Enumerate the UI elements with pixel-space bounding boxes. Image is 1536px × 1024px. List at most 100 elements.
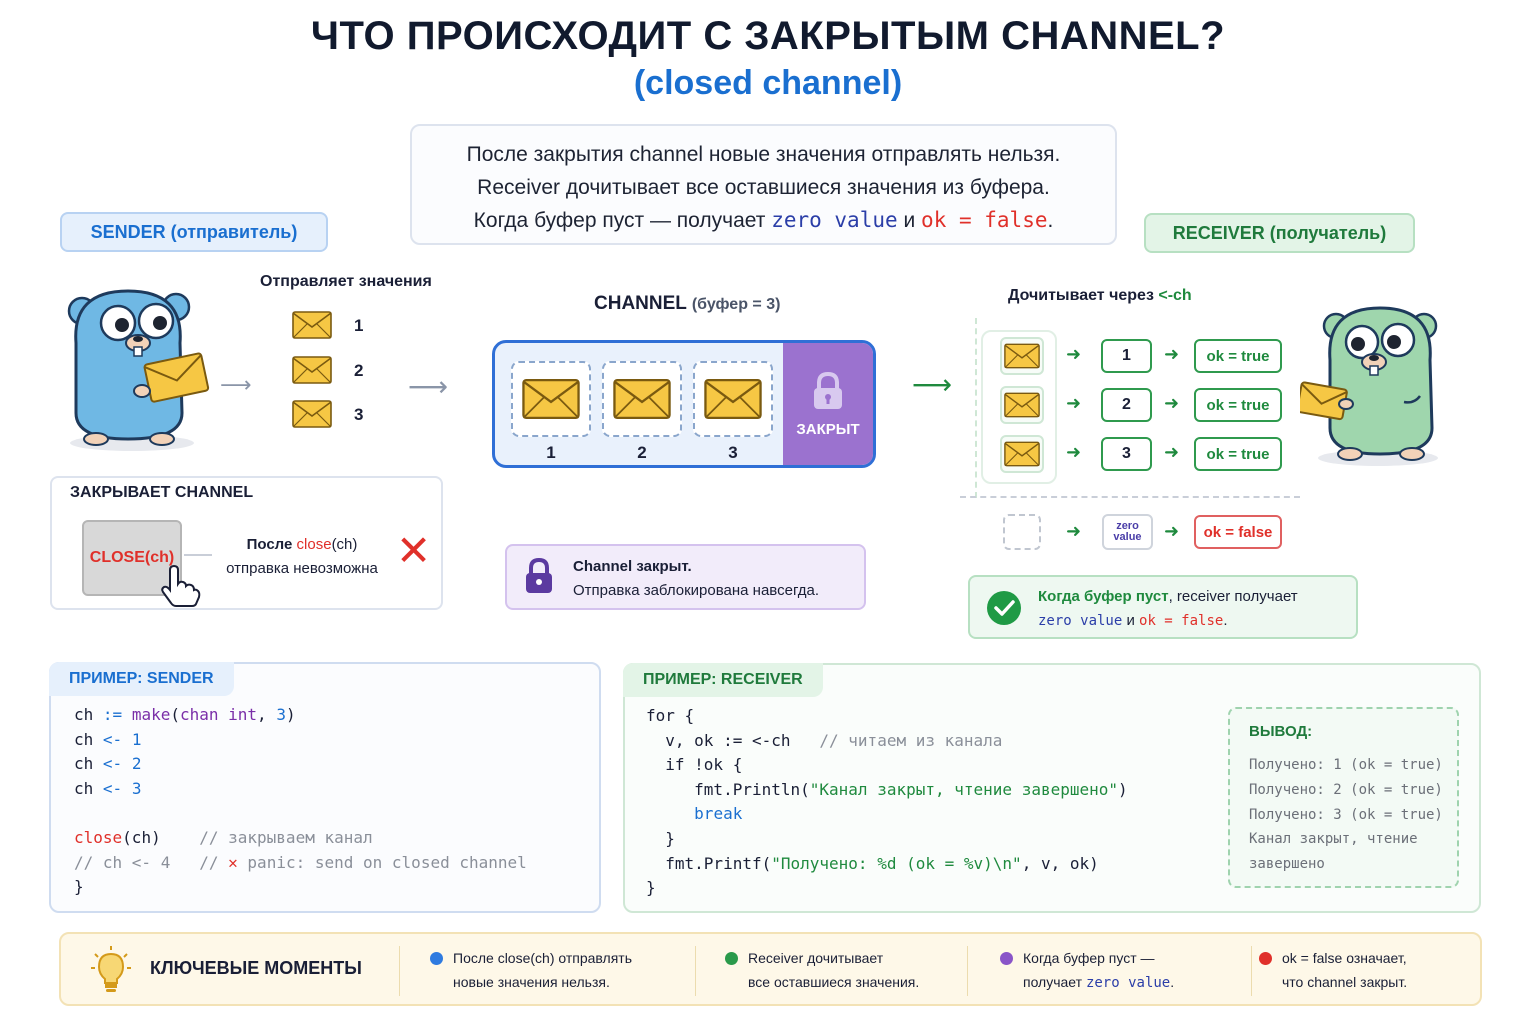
received-value: 1 — [1101, 339, 1152, 373]
received-value: 2 — [1101, 388, 1152, 422]
receiver-gopher-icon — [1300, 306, 1438, 466]
key-points-title: КЛЮЧЕВЫЕ МОМЕНТЫ — [150, 958, 362, 978]
reads-label: Дочитывает через <-ch — [1008, 287, 1192, 305]
output-line: Получено: 2 (ok = true) — [1249, 781, 1443, 798]
receiver-note-bold: Когда буфер пуст — [1038, 588, 1169, 605]
bullet-red-icon — [1259, 952, 1272, 965]
envelope-icon — [1004, 392, 1040, 418]
code-example-receiver: ПРИМЕР: RECEIVER for { v, ok := <-ch // … — [623, 663, 1481, 913]
intro-ok-false: ok = false — [921, 208, 1048, 232]
key-point-zero-value: zero value — [1085, 975, 1171, 991]
ok-true-badge: ok = true — [1194, 437, 1282, 471]
lock-icon — [814, 371, 842, 409]
receiver-flow-line — [975, 318, 977, 498]
receiver-note-rest: , receiver получает — [1168, 588, 1298, 605]
reads-label-text: Дочитывает через — [1008, 287, 1159, 304]
output-title: ВЫВОД: — [1249, 723, 1313, 740]
channel-buffer: 1 2 3 ЗАКРЫТ — [492, 340, 876, 468]
buffer-slot — [693, 361, 773, 437]
sent-value-3: 3 — [354, 405, 364, 424]
code-sender-tab: ПРИМЕР: SENDER — [49, 662, 234, 696]
intro-line-1: После закрытия channel новые значения от… — [466, 143, 1061, 166]
envelope-icon — [522, 378, 580, 420]
channel-title: CHANNEL (буфер = 3) — [594, 293, 780, 315]
received-envelope — [1000, 435, 1044, 473]
forbidden-x-icon: ✕ — [396, 527, 432, 574]
arrow-right-icon: ➜ — [1164, 344, 1180, 364]
output-panel: ВЫВОД: Получено: 1 (ok = true) Получено: … — [1228, 707, 1459, 888]
envelope-icon — [613, 378, 671, 420]
key-point: ok = false означает, что channel закрыт. — [1282, 946, 1407, 994]
separator — [1251, 946, 1252, 996]
page-title: ЧТО ПРОИСХОДИТ С ЗАКРЫТЫМ CHANNEL? — [310, 14, 1226, 58]
code-sender-body: ch := make(chan int, 3) ch <- 1 ch <- 2 … — [74, 705, 527, 897]
output-line: Получено: 1 (ok = true) — [1249, 757, 1443, 773]
connector-line — [184, 554, 212, 556]
receiver-buffer-frame — [981, 330, 1057, 484]
page-subtitle: (closed channel) — [633, 64, 903, 102]
receiver-note-and: и — [1122, 612, 1140, 629]
receiver-note-line-1: Когда буфер пуст, receiver получает — [1038, 585, 1298, 609]
separator — [695, 946, 696, 996]
closed-note-text: Channel закрыт. Отправка заблокирована н… — [573, 555, 819, 603]
key-point: Receiver дочитывает все оставшиеся значе… — [748, 946, 919, 994]
receiver-note-ok: ok = false — [1139, 613, 1224, 629]
code-receiver-body: for { v, ok := <-ch // читаем из канала … — [646, 706, 1128, 898]
lock-icon — [526, 557, 552, 593]
close-explanation: После close(ch) отправка невозможна — [222, 533, 382, 581]
arrow-right-icon: ➜ — [1164, 393, 1180, 413]
sender-pill: SENDER (отправитель) — [60, 212, 328, 252]
empty-buffer-divider — [960, 496, 1300, 498]
key-point: Когда буфер пуст — получает zero value. — [1023, 946, 1174, 995]
slot-number: 3 — [728, 443, 738, 462]
envelope-icon — [1004, 441, 1040, 467]
arrow-right-icon: ➜ — [1066, 442, 1082, 462]
received-envelope — [1000, 337, 1044, 375]
ok-false-badge: ok = false — [1194, 515, 1282, 549]
closed-note — [505, 544, 866, 610]
separator — [399, 946, 400, 996]
reads-operator: <-ch — [1158, 287, 1192, 304]
key-point-line: После close(ch) отправлять — [453, 950, 632, 966]
envelope-icon — [704, 378, 762, 420]
key-point-line: получает zero value. — [1023, 970, 1174, 995]
channel-buffer-size: (буфер = 3) — [691, 296, 781, 313]
receiver-note-line-2: zero value и ok = false. — [1038, 609, 1298, 633]
lightbulb-icon — [91, 946, 131, 992]
buffer-slot — [602, 361, 682, 437]
arrow-right-icon: ➜ — [1066, 393, 1082, 413]
close-keyword: close — [296, 536, 332, 553]
bullet-purple-icon — [1000, 952, 1013, 965]
closed-note-line-2: Отправка заблокирована навсегда. — [573, 582, 820, 599]
zero-value-label-2: value — [1113, 531, 1142, 543]
received-value: 3 — [1101, 437, 1152, 471]
sender-arrow-icon: ⟶ — [220, 372, 252, 397]
to-receiver-arrow-icon: ⟶ — [912, 369, 953, 400]
bullet-green-icon — [725, 952, 738, 965]
code-example-sender: ПРИМЕР: SENDER ch := make(chan int, 3) c… — [49, 662, 601, 913]
arrow-right-icon: ➜ — [1164, 521, 1180, 541]
close-button[interactable]: CLOSE(ch) — [82, 520, 182, 596]
code-receiver-tab: ПРИМЕР: RECEIVER — [623, 663, 823, 697]
envelope-icon — [292, 356, 332, 384]
key-points-bar: КЛЮЧЕВЫЕ МОМЕНТЫ После close(ch) отправл… — [59, 932, 1482, 1006]
key-point-line: Receiver дочитывает — [748, 950, 884, 966]
arrow-right-icon: ➜ — [1066, 344, 1082, 364]
close-arg: (ch) — [331, 536, 358, 553]
envelope-icon — [292, 311, 332, 339]
intro-line-2: Receiver дочитывает все оставшиеся значе… — [477, 176, 1050, 199]
intro-end: . — [1047, 209, 1054, 232]
intro-and: и — [897, 209, 922, 232]
sent-value-1: 1 — [354, 316, 364, 335]
key-point-line: Когда буфер пуст — — [1023, 950, 1155, 966]
key-point-text: получает — [1023, 974, 1086, 990]
slot-number: 1 — [546, 443, 556, 462]
channel-closed-lock: ЗАКРЫТ — [783, 343, 873, 465]
ok-true-badge: ok = true — [1194, 339, 1282, 373]
sends-label: Отправляет значения — [260, 273, 432, 290]
hand-cursor-icon — [161, 564, 201, 607]
intro-zero-value: zero value — [771, 208, 898, 232]
envelope-icon — [292, 400, 332, 428]
arrow-right-icon: ➜ — [1066, 521, 1082, 541]
close-block-title: ЗАКРЫВАЕТ CHANNEL — [70, 484, 254, 501]
